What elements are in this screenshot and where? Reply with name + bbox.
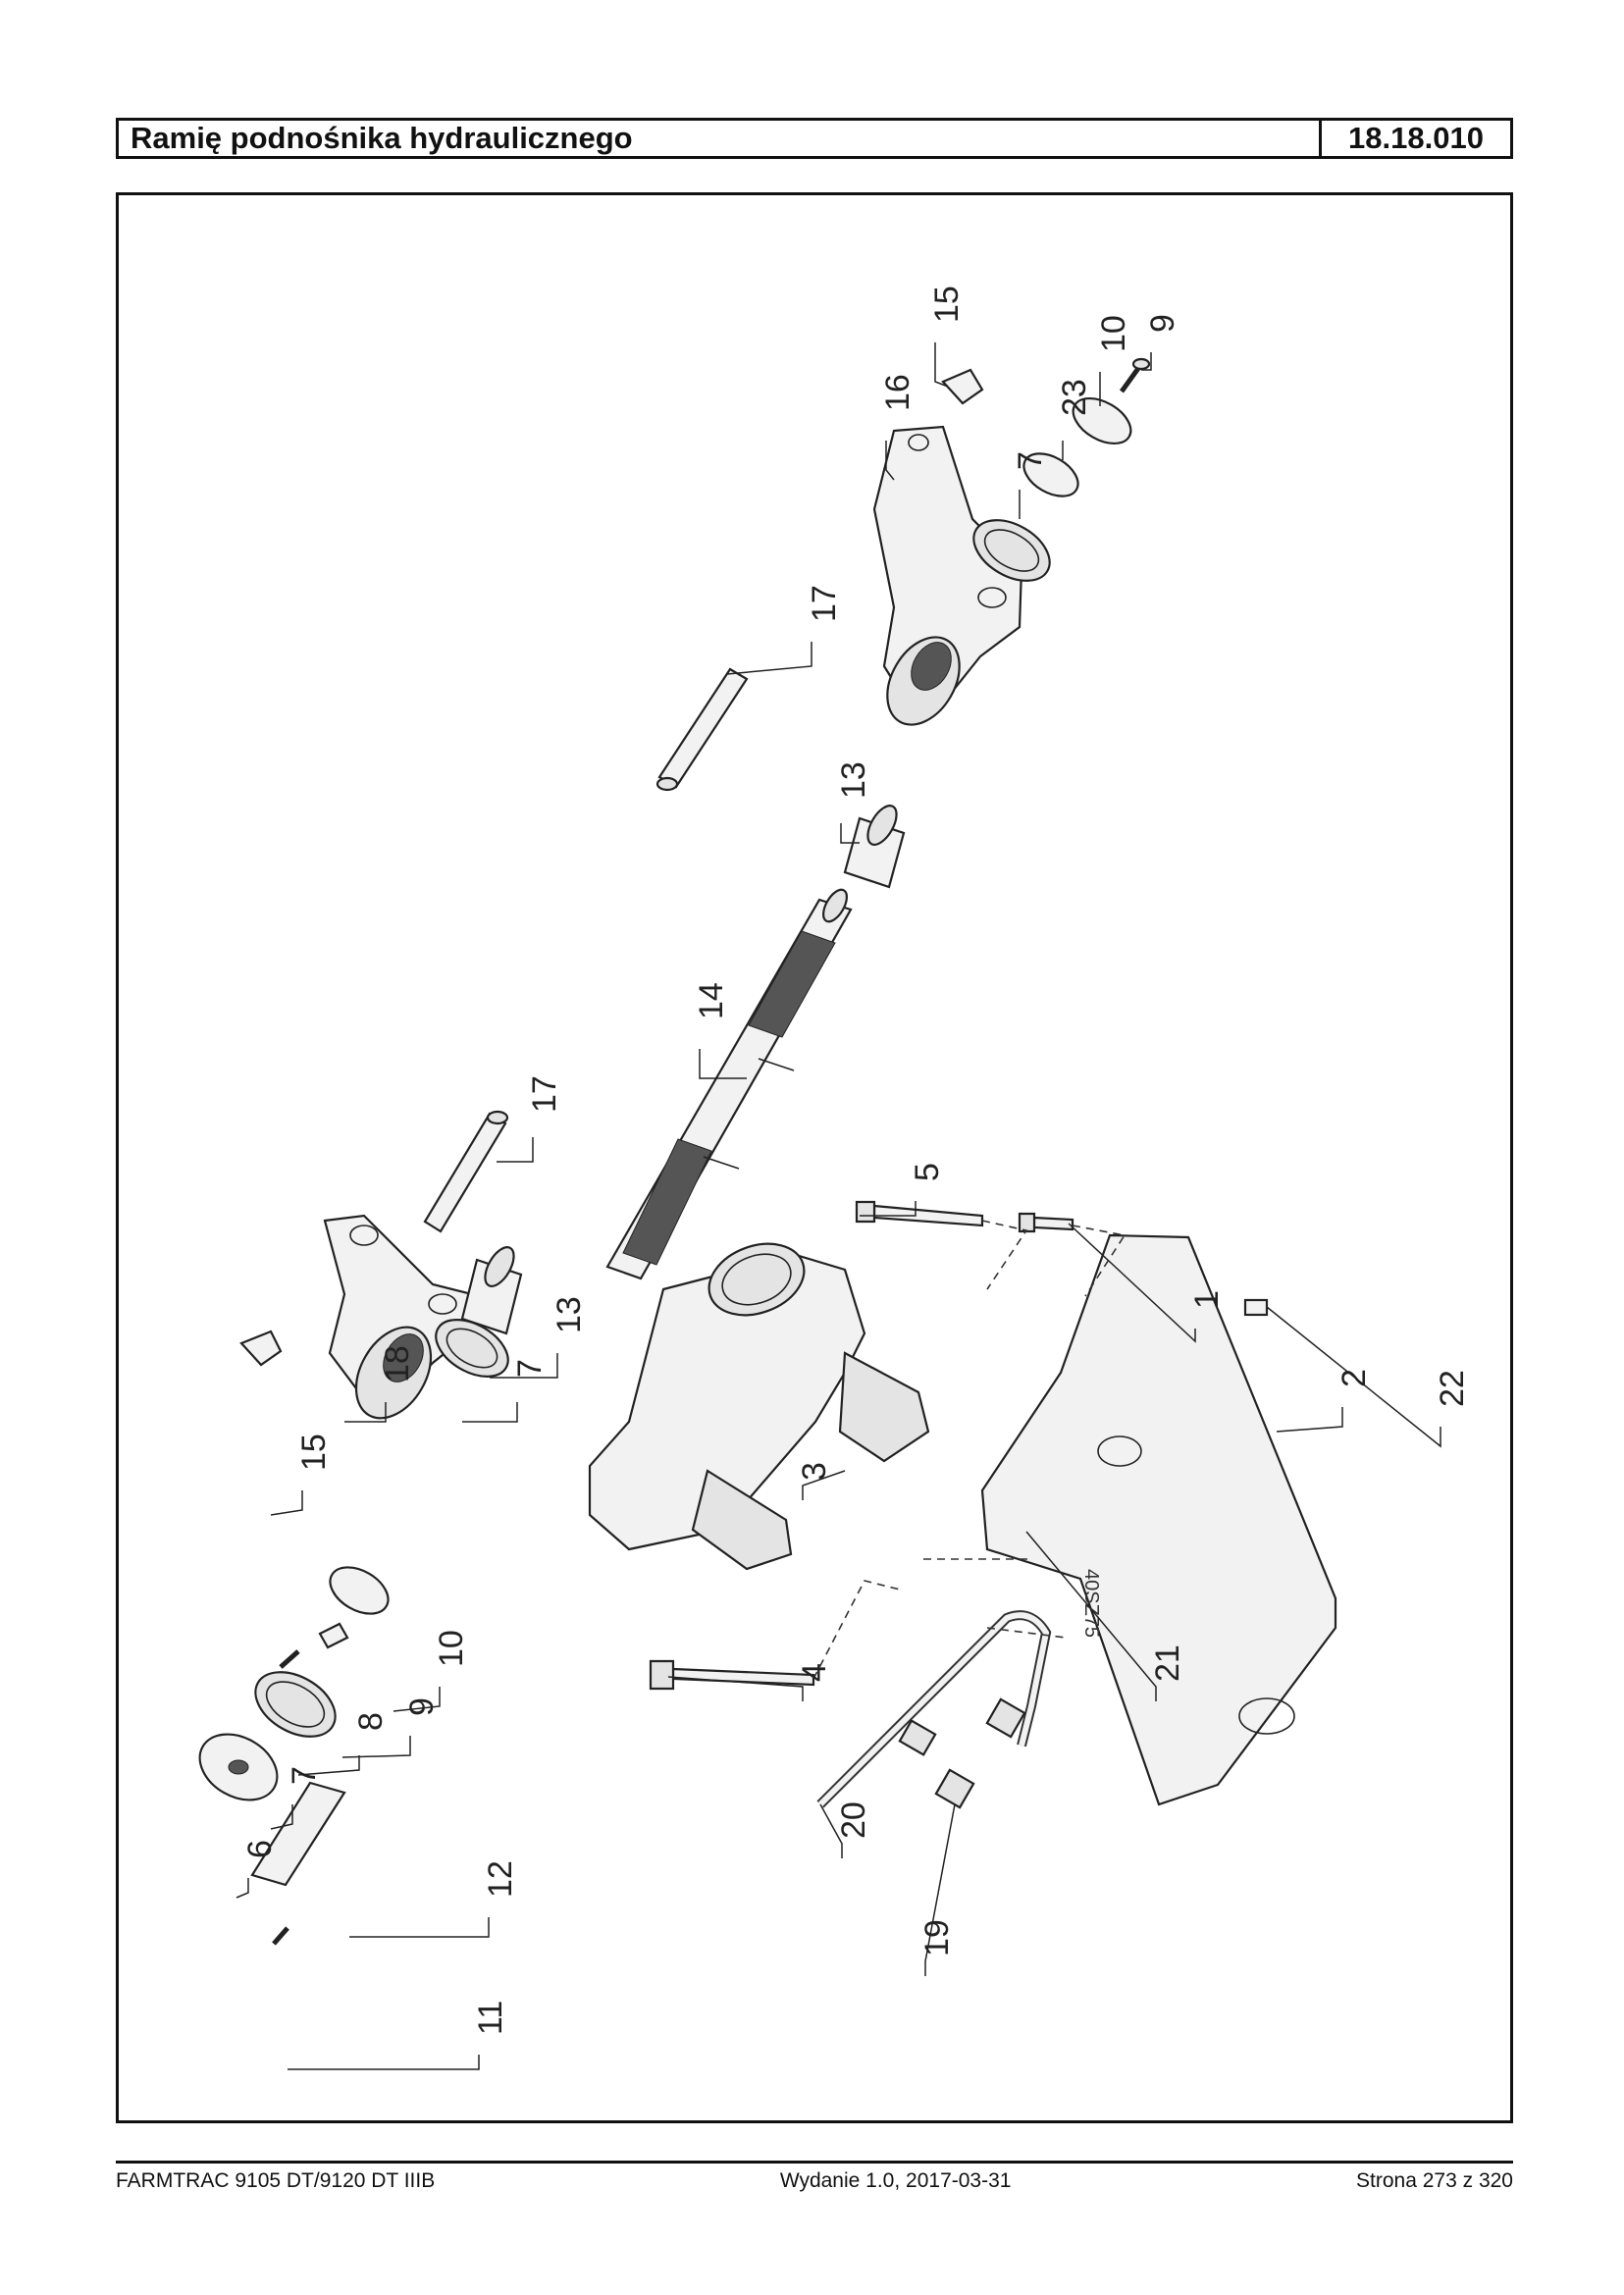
hydraulic-pipe	[816, 1610, 1052, 1808]
callout-10-right: 10	[1095, 315, 1132, 352]
cover-stamp: 40SZ75	[1080, 1569, 1102, 1638]
callout-6: 6	[241, 1840, 279, 1858]
header-bar: Ramię podnośnika hydraulicznego 18.18.01…	[116, 118, 1513, 159]
callout-2: 2	[1336, 1369, 1373, 1387]
bushing-left	[460, 1246, 523, 1335]
splined-shaft	[605, 888, 853, 1280]
callout-10-left: 10	[433, 1630, 470, 1667]
callout-9-right: 9	[1144, 314, 1181, 333]
callout-18: 18	[379, 1345, 416, 1382]
callout-7-right: 7	[1012, 451, 1049, 470]
bolt-4	[649, 1659, 815, 1691]
page-footer: FARMTRAC 9105 DT/9120 DT IIIB Wydanie 1.…	[116, 2161, 1513, 2193]
callout-13-left: 13	[550, 1296, 588, 1333]
disc-10-left	[329, 1566, 390, 1615]
fitting-19c	[898, 1719, 937, 1756]
seal-ring-left	[435, 1319, 509, 1378]
callout-23: 23	[1056, 379, 1093, 416]
footer-edition: Wydanie 1.0, 2017-03-31	[779, 2169, 1012, 2192]
clip-15-left	[239, 1330, 283, 1367]
disc-23	[1022, 452, 1079, 497]
seal-ring-lower	[254, 1671, 337, 1738]
callout-19: 19	[918, 1919, 956, 1956]
cover-plate: 40SZ75	[980, 1233, 1337, 1806]
clip-15-right	[941, 368, 984, 405]
callouts: 9 10 23 15 16 7 17 13 14 17 13 7 18 15 1…	[236, 286, 1471, 2070]
bolt-1	[1018, 1212, 1074, 1233]
assembly-lines	[812, 1220, 1126, 1680]
callout-17-left: 17	[526, 1075, 563, 1113]
callout-15-right: 15	[928, 286, 966, 323]
callout-9-left: 9	[403, 1697, 441, 1716]
callout-4: 4	[796, 1663, 833, 1682]
pin-17-right	[655, 667, 749, 792]
callout-12: 12	[482, 1860, 519, 1898]
disc-10-right	[1072, 396, 1132, 445]
cap-6	[198, 1733, 279, 1801]
dowel-22	[1243, 1298, 1269, 1317]
callout-22: 22	[1434, 1370, 1471, 1407]
callout-13-right: 13	[835, 761, 872, 799]
footer-model: FARMTRAC 9105 DT/9120 DT IIIB	[116, 2169, 436, 2192]
exploded-diagram: 40SZ75 9 10 23 15 16 7 17 13 14 17 13 7 …	[198, 286, 1471, 2070]
plate-12	[250, 1781, 346, 1887]
pin-17-left	[423, 1110, 509, 1233]
lift-arm-right	[872, 425, 1023, 726]
fitting-19b	[934, 1768, 975, 1809]
callout-20: 20	[835, 1801, 872, 1839]
exploded-diagram-frame: 40SZ75 9 10 23 15 16 7 17 13 14 17 13 7 …	[116, 192, 1513, 2123]
plate-9-left	[318, 1622, 349, 1649]
callout-8: 8	[352, 1712, 390, 1731]
bushing-right	[843, 805, 906, 889]
callout-5: 5	[909, 1163, 946, 1181]
bolt-9-right	[1119, 357, 1151, 393]
seal-ring-right	[972, 519, 1051, 582]
footer-page-number: Strona 273 z 320	[1356, 2169, 1513, 2192]
callout-17-right: 17	[806, 585, 843, 622]
callout-14: 14	[693, 982, 730, 1019]
callout-15-left: 15	[295, 1434, 333, 1471]
callout-21: 21	[1149, 1644, 1186, 1682]
callout-1: 1	[1188, 1290, 1226, 1309]
callout-3: 3	[796, 1462, 833, 1481]
section-code: 18.18.010	[1348, 121, 1484, 155]
page-title: Ramię podnośnika hydraulicznego	[119, 121, 1322, 156]
lift-housing	[588, 1242, 930, 1571]
bolt-5	[855, 1200, 984, 1227]
callout-7-left: 7	[511, 1359, 549, 1378]
callout-16: 16	[879, 374, 917, 411]
screw-11	[272, 1926, 289, 1946]
callout-7-lower: 7	[286, 1766, 323, 1785]
bolt-8	[279, 1649, 300, 1669]
fitting-19a	[985, 1697, 1026, 1739]
callout-11: 11	[472, 2001, 509, 2035]
lift-arm-left	[323, 1214, 474, 1420]
